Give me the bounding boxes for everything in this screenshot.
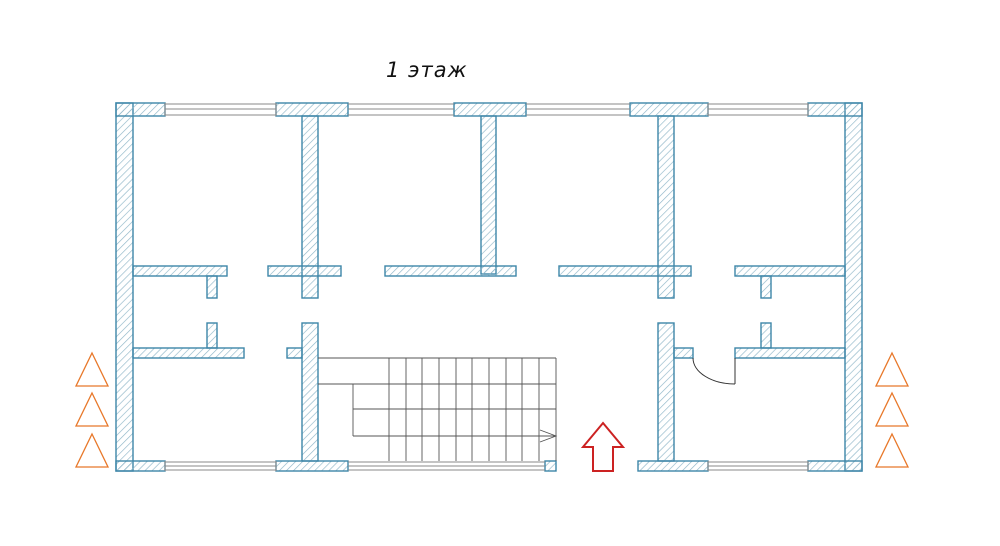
up-arrow-icon — [580, 421, 626, 472]
triangle-icon — [74, 351, 110, 387]
outer-wall-right — [844, 102, 863, 472]
room-wall-horizontal — [132, 265, 228, 277]
wall-stub — [673, 347, 694, 359]
room-wall-horizontal — [734, 265, 846, 277]
window-top-1 — [164, 103, 277, 116]
top-wall-seg — [807, 102, 863, 117]
partition-vertical — [657, 322, 675, 462]
outer-wall-left — [115, 102, 134, 472]
top-wall-seg — [453, 102, 527, 117]
triangle-icon — [874, 351, 910, 387]
stair-direction-arrow — [539, 429, 558, 443]
wall-stub — [206, 275, 218, 299]
bottom-wall-seg — [275, 460, 349, 472]
windows — [164, 103, 809, 471]
window-bottom-3 — [707, 461, 809, 471]
partition-vertical — [301, 322, 319, 462]
triangle-icon — [74, 391, 110, 427]
wall-stub — [760, 322, 772, 349]
top-wall-seg — [115, 102, 166, 117]
triangle-icon — [874, 391, 910, 427]
bottom-wall-seg — [637, 460, 709, 472]
partition-vertical — [657, 115, 675, 299]
triangle-icon — [874, 432, 910, 468]
partition-vertical — [301, 115, 319, 299]
bottom-wall-seg — [807, 460, 863, 472]
floor-title: 1 этаж — [386, 58, 468, 82]
bottom-wall-seg — [115, 460, 166, 472]
partition-vertical — [480, 115, 497, 275]
room-wall-horizontal — [132, 347, 245, 359]
wall-stub — [760, 275, 772, 299]
top-wall-seg — [275, 102, 349, 117]
left-markers — [74, 351, 110, 468]
room-wall-horizontal — [734, 347, 846, 359]
top-wall-seg — [629, 102, 709, 117]
room-wall-horizontal — [384, 265, 517, 277]
window-bottom-2 — [348, 461, 545, 471]
window-top-3 — [526, 103, 630, 116]
window-bottom-1 — [164, 461, 277, 471]
room-wall-horizontal — [558, 265, 692, 277]
door — [692, 357, 736, 385]
staircase — [318, 357, 558, 461]
window-top-4 — [707, 103, 809, 116]
triangle-icon — [74, 432, 110, 468]
wall-stub — [286, 347, 303, 359]
room-wall-horizontal — [267, 265, 342, 277]
window-top-2 — [348, 103, 454, 116]
bottom-wall-seg — [544, 460, 557, 472]
right-markers — [874, 351, 910, 468]
wall-stub — [206, 322, 218, 349]
